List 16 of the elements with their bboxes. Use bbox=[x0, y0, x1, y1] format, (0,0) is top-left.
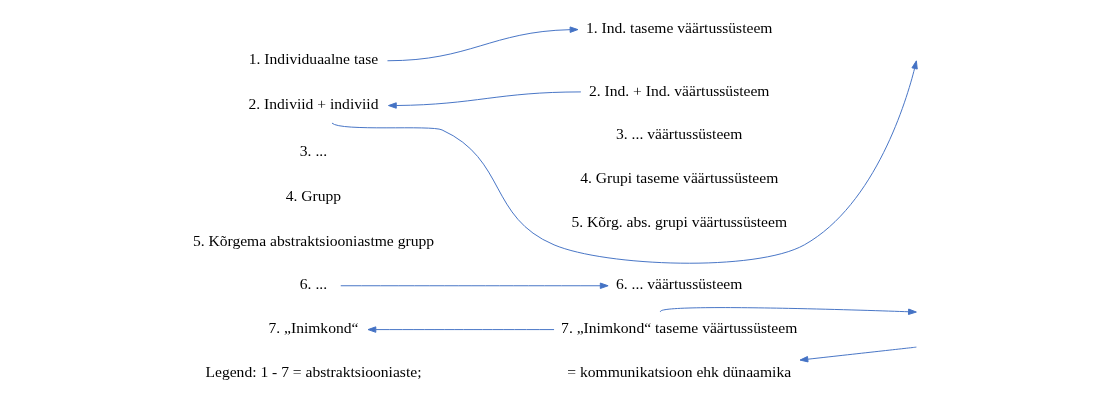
node-text: 5. Kõrg. abs. grupi väärtussüsteem bbox=[571, 213, 788, 231]
node-text: 5. Kõrgema abstraktsiooniastme grupp bbox=[192, 231, 435, 249]
node-text: 1. Individuaalne tase bbox=[248, 50, 379, 68]
node-text: 6. ... väärtussüsteem bbox=[616, 275, 743, 293]
node-text: 4. Grupp bbox=[285, 186, 342, 204]
node-text: 6. ... bbox=[299, 275, 328, 293]
node-text: 3. ... bbox=[299, 142, 328, 160]
node-text: 2. Ind. + Ind. väärtussüsteem bbox=[588, 81, 770, 99]
label: Legend: 1 - 7 = abstraktsiooniaste; bbox=[205, 363, 422, 381]
node-text: 2. Indiviid + indiviid bbox=[248, 95, 379, 113]
legend-label: = kommunikatsioon ehk dünaamika bbox=[567, 363, 792, 381]
node-text: 7. „Inimkond“ taseme väärtussüsteem bbox=[561, 319, 798, 337]
node-text: 3. ... väärtussüsteem bbox=[616, 125, 743, 143]
node-text: 4. Grupi taseme väärtussüsteem bbox=[580, 169, 779, 187]
node-text: 7. „Inimkond“ bbox=[268, 319, 359, 337]
node-text: 1. Ind. taseme väärtussüsteem bbox=[586, 19, 773, 37]
